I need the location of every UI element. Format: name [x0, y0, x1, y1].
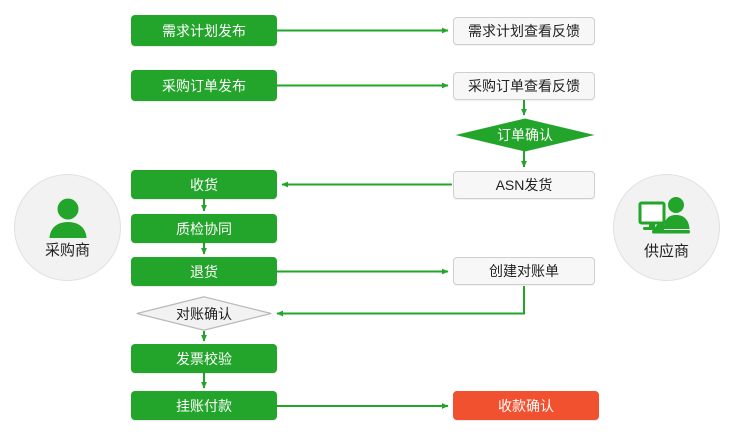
node-accrual-payment[interactable]: 挂账付款: [131, 391, 277, 420]
node-return-goods[interactable]: 退货: [131, 257, 277, 286]
node-label: 发票校验: [176, 350, 232, 367]
wire-statement-to-reconcile: [276, 286, 525, 317]
node-label: 需求计划查看反馈: [468, 23, 580, 39]
node-demand-plan-publish[interactable]: 需求计划发布: [131, 15, 277, 46]
node-quality-collab[interactable]: 质检协同: [131, 214, 277, 243]
node-order-confirm[interactable]: 订单确认: [455, 118, 595, 152]
node-label: 需求计划发布: [162, 22, 246, 39]
node-label: 收货: [190, 176, 218, 193]
role-supplier-label: 供应商: [643, 243, 689, 260]
node-label: 挂账付款: [176, 397, 232, 414]
node-label: 采购订单查看反馈: [468, 78, 580, 94]
person-at-computer-icon: [638, 196, 696, 240]
node-reconcile-confirm[interactable]: 对账确认: [136, 296, 272, 331]
node-invoice-verify[interactable]: 发票校验: [131, 344, 277, 373]
role-supplier: 供应商: [613, 174, 720, 281]
node-label: 质检协同: [176, 220, 232, 237]
node-purchase-order-publish[interactable]: 采购订单发布: [131, 70, 277, 101]
node-label: ASN发货: [495, 177, 553, 193]
node-label: 收款确认: [498, 397, 554, 414]
role-buyer: 采购商: [14, 174, 121, 281]
node-demand-plan-feedback[interactable]: 需求计划查看反馈: [453, 17, 595, 45]
node-payment-confirm[interactable]: 收款确认: [453, 391, 599, 420]
person-icon: [45, 197, 91, 239]
node-label: 创建对账单: [489, 263, 559, 279]
node-create-statement[interactable]: 创建对账单: [453, 257, 595, 285]
node-asn-shipment[interactable]: ASN发货: [453, 171, 595, 199]
node-purchase-order-feedback[interactable]: 采购订单查看反馈: [453, 72, 595, 100]
role-buyer-label: 采购商: [44, 242, 90, 259]
node-label: 退货: [190, 263, 218, 280]
node-label: 采购订单发布: [162, 77, 246, 94]
node-receive-goods[interactable]: 收货: [131, 170, 277, 199]
